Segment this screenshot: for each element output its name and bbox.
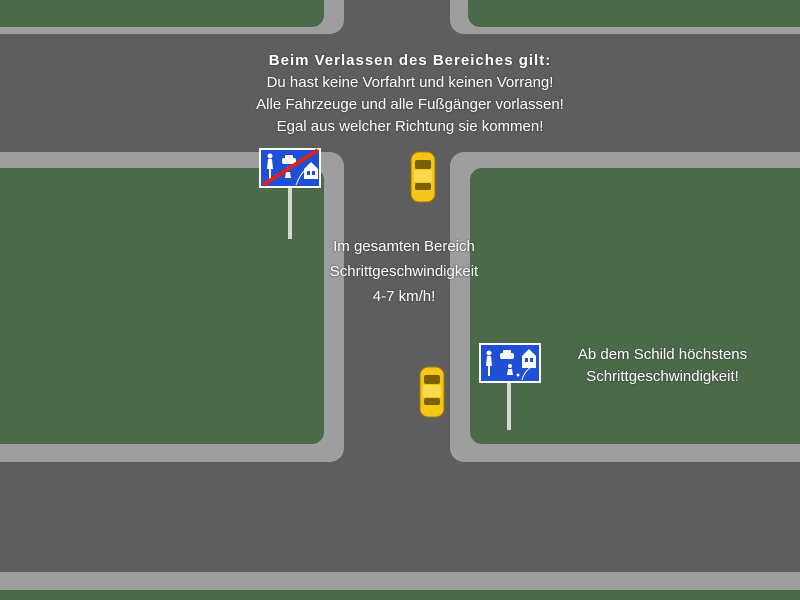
right-notice: Ab dem Schild höchstens Schrittgeschwind…	[550, 344, 775, 388]
car-icon	[419, 366, 445, 418]
right-notice-line-1: Ab dem Schild höchstens	[577, 346, 748, 363]
bottom-curb	[0, 572, 800, 600]
top-notice-line-3: Egal aus welcher Richtung sie kommen!	[276, 118, 544, 135]
top-notice-line-1: Du hast keine Vorfahrt und keinen Vorran…	[266, 74, 554, 91]
car-icon	[410, 151, 436, 203]
grass-block-middle-right	[450, 152, 800, 462]
center-notice-line-3: 4-7 km/h!	[372, 288, 436, 305]
grass-block-top-right	[450, 0, 800, 34]
center-notice: Im gesamten Bereich Schrittgeschwindigke…	[304, 234, 504, 309]
top-notice: Beim Verlassen des Bereiches gilt: Du ha…	[200, 50, 620, 138]
top-notice-heading: Beim Verlassen des Bereiches gilt:	[268, 52, 552, 69]
right-notice-line-2: Schrittgeschwindigkeit!	[586, 368, 739, 385]
top-notice-line-2: Alle Fahrzeuge und alle Fußgänger vorlas…	[256, 96, 564, 113]
center-notice-line-1: Im gesamten Bereich	[333, 238, 475, 255]
grass-block-middle-left	[0, 152, 344, 462]
grass-block-top-left	[0, 0, 344, 34]
traffic-calmed-zone-sign	[479, 343, 541, 430]
end-traffic-calmed-zone-sign	[259, 148, 321, 239]
center-notice-line-2: Schrittgeschwindigkeit	[329, 263, 479, 280]
